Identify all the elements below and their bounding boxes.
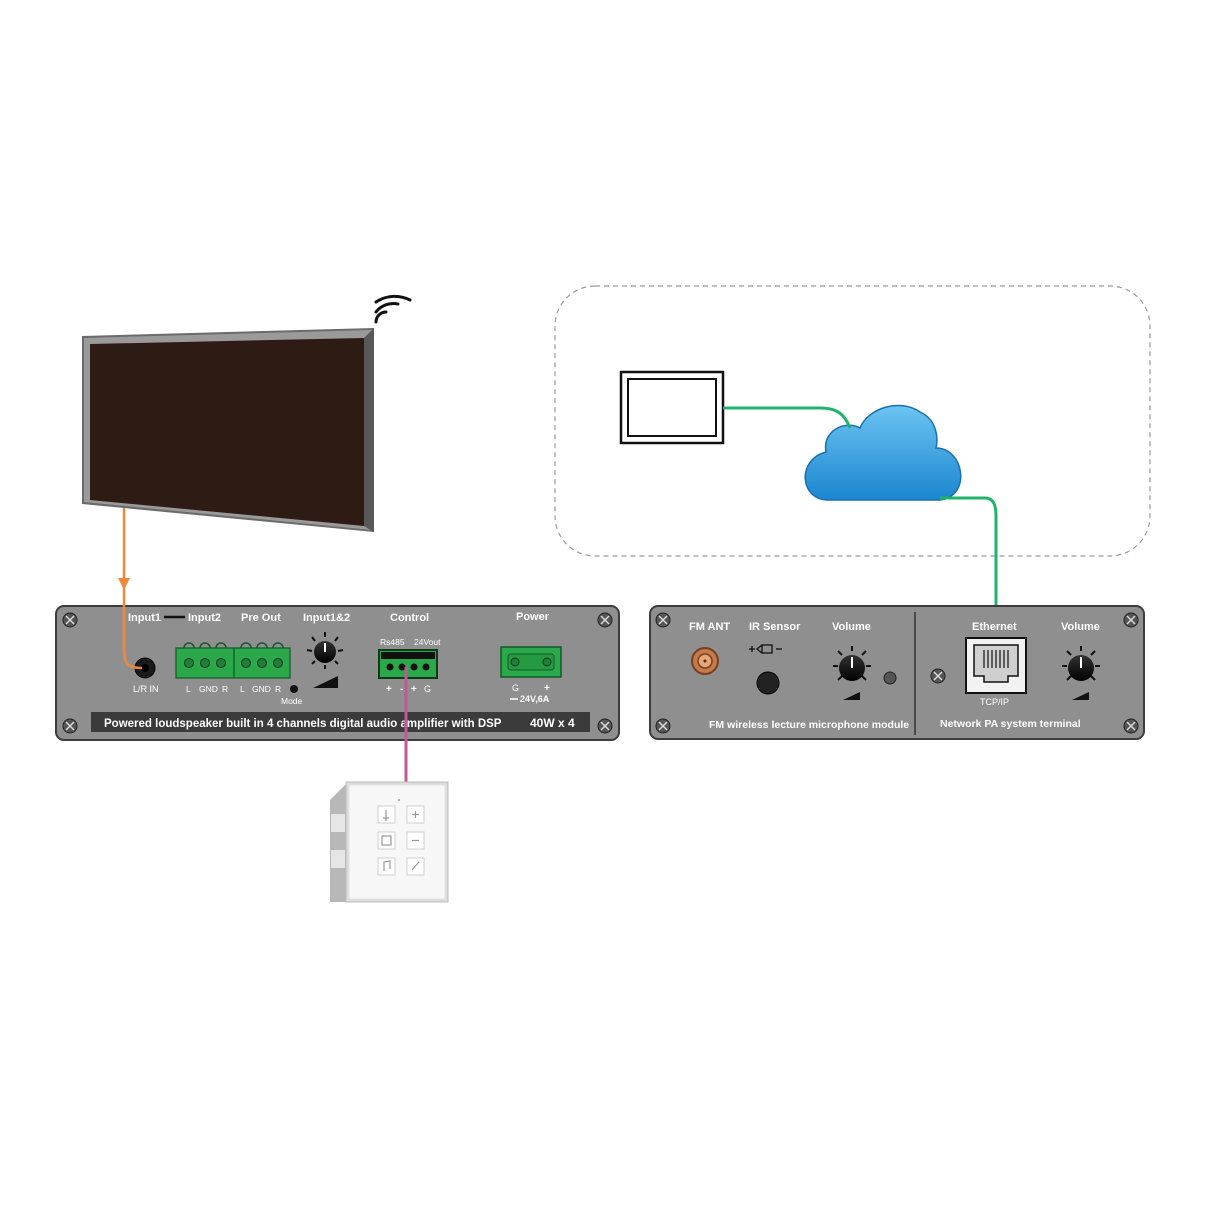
ethernet-label: Ethernet	[972, 621, 1017, 633]
pwr-g-label: G	[512, 683, 519, 693]
panel-button-music[interactable]	[377, 857, 396, 876]
ch-r-label: R	[222, 684, 228, 694]
lr-in-label: L/R IN	[133, 684, 159, 694]
mode-button[interactable]	[290, 685, 298, 693]
input2-label: Input2	[188, 612, 221, 624]
volume2-label: Volume	[1061, 621, 1100, 633]
amp-banner	[91, 712, 590, 732]
rs485-label: Rs485	[380, 637, 405, 647]
network-volume-knob[interactable]	[1062, 646, 1100, 681]
microphone-icon	[383, 810, 389, 821]
plus-icon	[412, 811, 419, 818]
panel-button-source[interactable]	[377, 831, 396, 850]
ir-sensor-label: IR Sensor	[749, 621, 801, 633]
ethernet-port[interactable]	[965, 637, 1027, 694]
ch-r2-label: R	[275, 684, 281, 694]
volume-ramp-icon	[313, 676, 338, 688]
ctl-plus-label: +	[386, 684, 392, 695]
input1-label: Input1	[128, 612, 161, 624]
pc-monitor-icon	[619, 370, 725, 445]
indicator-led	[883, 671, 897, 685]
amp-wattage-text: 40W x 4	[530, 716, 575, 730]
network-terminal-panel: FM ANT IR Sensor Volume Ethernet Volume	[649, 605, 1145, 740]
network-zone	[554, 285, 1151, 557]
power-label: Power	[516, 611, 550, 623]
preout-terminal-block[interactable]	[233, 642, 291, 679]
pwr-plus-label: +	[544, 683, 550, 694]
power-connector[interactable]	[500, 646, 562, 678]
wireless-signal-icon	[374, 294, 412, 324]
mode-label: Mode	[281, 696, 303, 706]
ir-sensor-window	[756, 671, 780, 695]
ctl-g-label: G	[424, 684, 431, 694]
fm-volume-knob[interactable]	[833, 646, 871, 681]
network-cable-pc-cloud	[723, 406, 852, 429]
wall-control-panel	[330, 781, 449, 903]
ctl-minus-label: -	[400, 684, 403, 695]
control-label: Control	[390, 612, 429, 624]
out24-label: 24Vout	[414, 637, 441, 647]
ctl-plus2-label: +	[411, 684, 417, 695]
input2-terminal-block[interactable]	[175, 642, 235, 679]
tcpip-label: TCP/IP	[980, 697, 1009, 707]
net-caption: Network PA system terminal	[940, 718, 1081, 730]
amp-banner-text: Powered loudspeaker built in 4 channels …	[104, 718, 502, 730]
mute-icon	[411, 861, 420, 871]
audio-cable-tv-amp	[118, 508, 143, 670]
tv-display	[82, 328, 374, 532]
fm-ant-label: FM ANT	[689, 621, 730, 633]
pwr-rating-label: 24V,6A	[520, 694, 550, 704]
control-rs485-connector[interactable]	[378, 649, 438, 679]
ch-gnd-label: GND	[199, 684, 218, 694]
ir-sensor-icon	[749, 644, 782, 654]
amplifier-panel: Input1 Input2 Pre Out Input1&2 Control P…	[55, 605, 620, 741]
source-icon	[381, 835, 392, 846]
ch-gnd2-label: GND	[252, 684, 271, 694]
fm-caption: FM wireless lecture microphone module	[709, 719, 909, 731]
preout-label: Pre Out	[241, 612, 281, 624]
ch-l-label: L	[186, 684, 191, 694]
music-note-icon	[383, 860, 391, 871]
volume1-label: Volume	[832, 621, 871, 633]
network-cable-cloud-terminal	[940, 496, 998, 680]
volume-ramp-icon	[843, 692, 860, 700]
input-volume-knob[interactable]	[306, 632, 344, 669]
cloud-icon	[804, 404, 962, 501]
volume-ramp-icon	[1072, 692, 1089, 700]
ch-l2-label: L	[240, 684, 245, 694]
fm-antenna-socket[interactable]	[691, 647, 719, 675]
input12-label: Input1&2	[303, 612, 350, 624]
